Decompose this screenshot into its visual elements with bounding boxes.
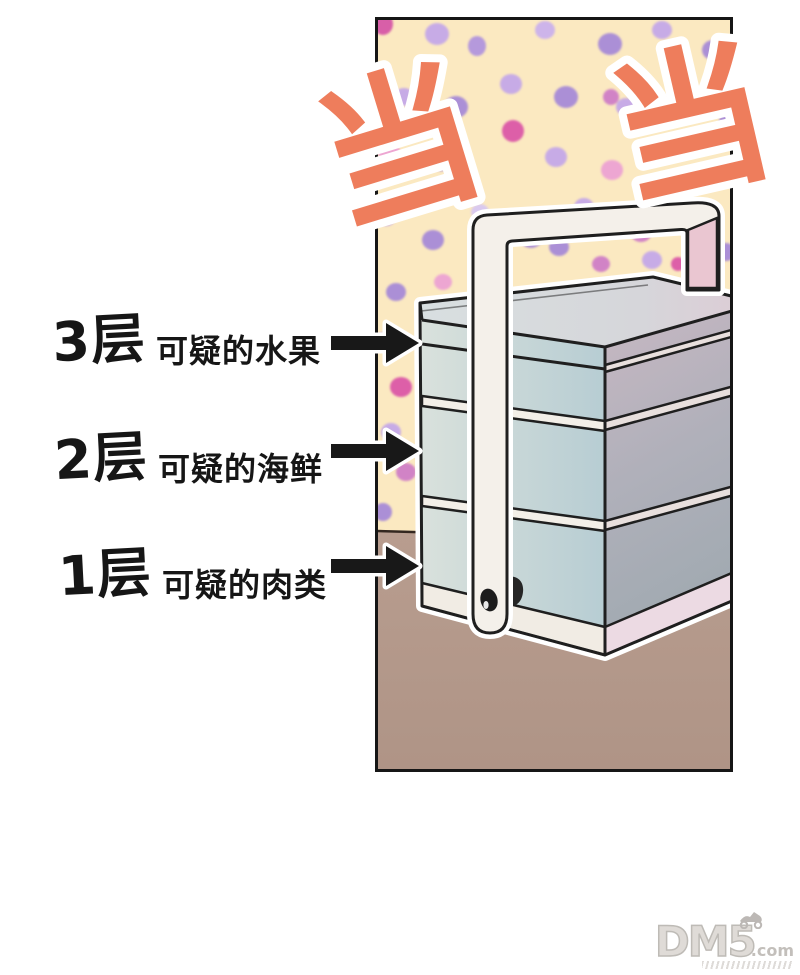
watermark: DM5.com: [654, 912, 794, 973]
annotation-row-tier2: 2层 可疑的海鲜: [52, 414, 324, 493]
annotation-row-tier3: 3层 可疑的水果: [50, 296, 322, 375]
watermark-suffix: .com: [750, 941, 794, 960]
annotation-row-tier1: 1层 可疑的肉类: [56, 530, 328, 609]
arrow-right-icon: [327, 542, 423, 590]
watermark-subtext: [702, 961, 792, 969]
tier3-label: 3层: [50, 306, 148, 375]
tier2-label: 2层: [52, 424, 150, 493]
handle-side: [686, 216, 719, 290]
handle: [471, 201, 721, 635]
annotation-arrows: [327, 319, 423, 590]
arrow-right-icon: [327, 427, 423, 475]
tier1-label: 1层: [56, 540, 154, 609]
tier3-description: 可疑的水果: [156, 332, 322, 370]
tier2-description: 可疑的海鲜: [158, 450, 324, 488]
watermark-brand: DM5: [654, 917, 757, 966]
panel-border: [375, 17, 733, 772]
scooter-icon: [739, 912, 763, 929]
tier1-description: 可疑的肉类: [162, 566, 328, 604]
arrow-right-icon: [327, 319, 423, 367]
